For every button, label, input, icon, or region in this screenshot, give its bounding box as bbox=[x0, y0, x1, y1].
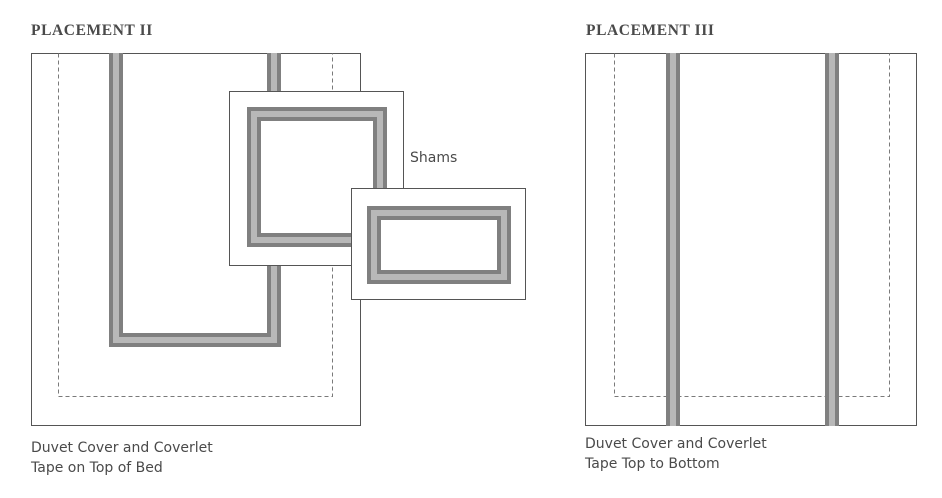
placement-3-caption-line1: Duvet Cover and Coverlet bbox=[585, 436, 767, 452]
sham-small bbox=[351, 188, 526, 300]
placement-2-diagram bbox=[31, 53, 526, 426]
sham-large-tape-inner bbox=[251, 111, 383, 243]
placement-2-mattress-edge-dashed bbox=[58, 53, 333, 397]
placement-3-heading: PLACEMENT III bbox=[586, 22, 715, 39]
shams-label: Shams bbox=[410, 150, 458, 166]
placement-2-caption: Duvet Cover and Coverlet Tape on Top of … bbox=[31, 438, 213, 478]
placement-2-caption-line1: Duvet Cover and Coverlet bbox=[31, 440, 213, 456]
placement-2-heading: PLACEMENT II bbox=[31, 22, 153, 39]
placement-3-caption-line2: Tape Top to Bottom bbox=[585, 456, 720, 472]
placement-3-diagram bbox=[585, 53, 917, 426]
placement-3-caption: Duvet Cover and Coverlet Tape Top to Bot… bbox=[585, 434, 767, 474]
placement-2-caption-line2: Tape on Top of Bed bbox=[31, 460, 163, 476]
placement-3-bed-outline bbox=[585, 53, 917, 426]
placement-3-mattress-edge-dashed bbox=[614, 53, 890, 397]
sham-small-tape-inner bbox=[371, 210, 507, 280]
